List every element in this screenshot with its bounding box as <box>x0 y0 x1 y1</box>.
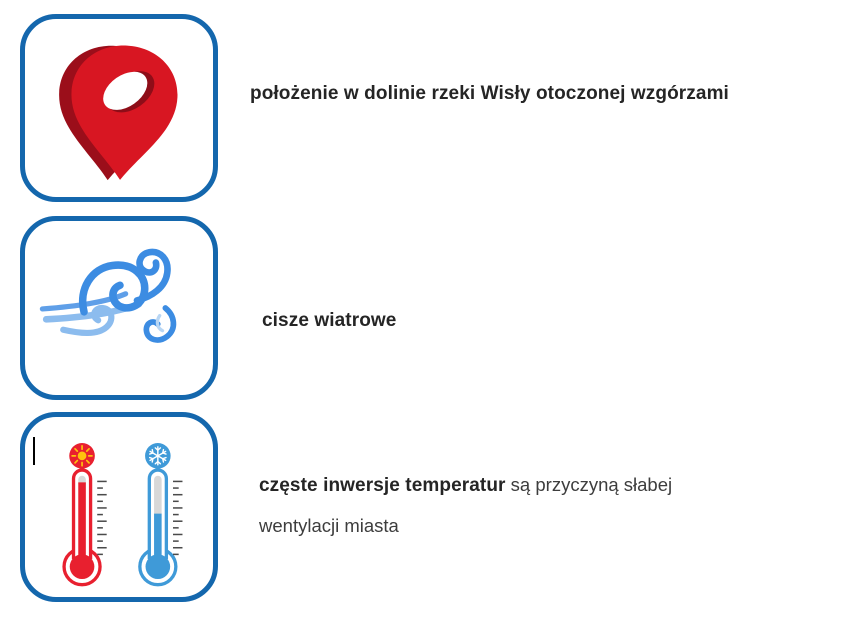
row3-label-regular: są przyczyną słabej <box>505 474 673 495</box>
thermometers-box <box>20 412 218 602</box>
wind-icon <box>39 248 177 343</box>
row3-label-bold: częste inwersje temperatur <box>259 475 506 496</box>
wind-box <box>20 216 218 400</box>
thermometers-icon <box>62 443 183 587</box>
location-pin-box <box>20 14 218 202</box>
row2-label: cisze wiatrowe <box>262 310 397 331</box>
row3-label-line1: częste inwersje temperatur są przyczyną … <box>259 474 672 497</box>
row1-label: położenie w dolinie rzeki Wisły otoczone… <box>250 83 729 104</box>
cold-thermometer <box>138 443 183 587</box>
hot-thermometer <box>62 443 107 587</box>
location-pin-icon <box>59 45 178 181</box>
text-cursor <box>33 437 35 465</box>
row3-label-line2: wentylacji miasta <box>259 515 399 536</box>
